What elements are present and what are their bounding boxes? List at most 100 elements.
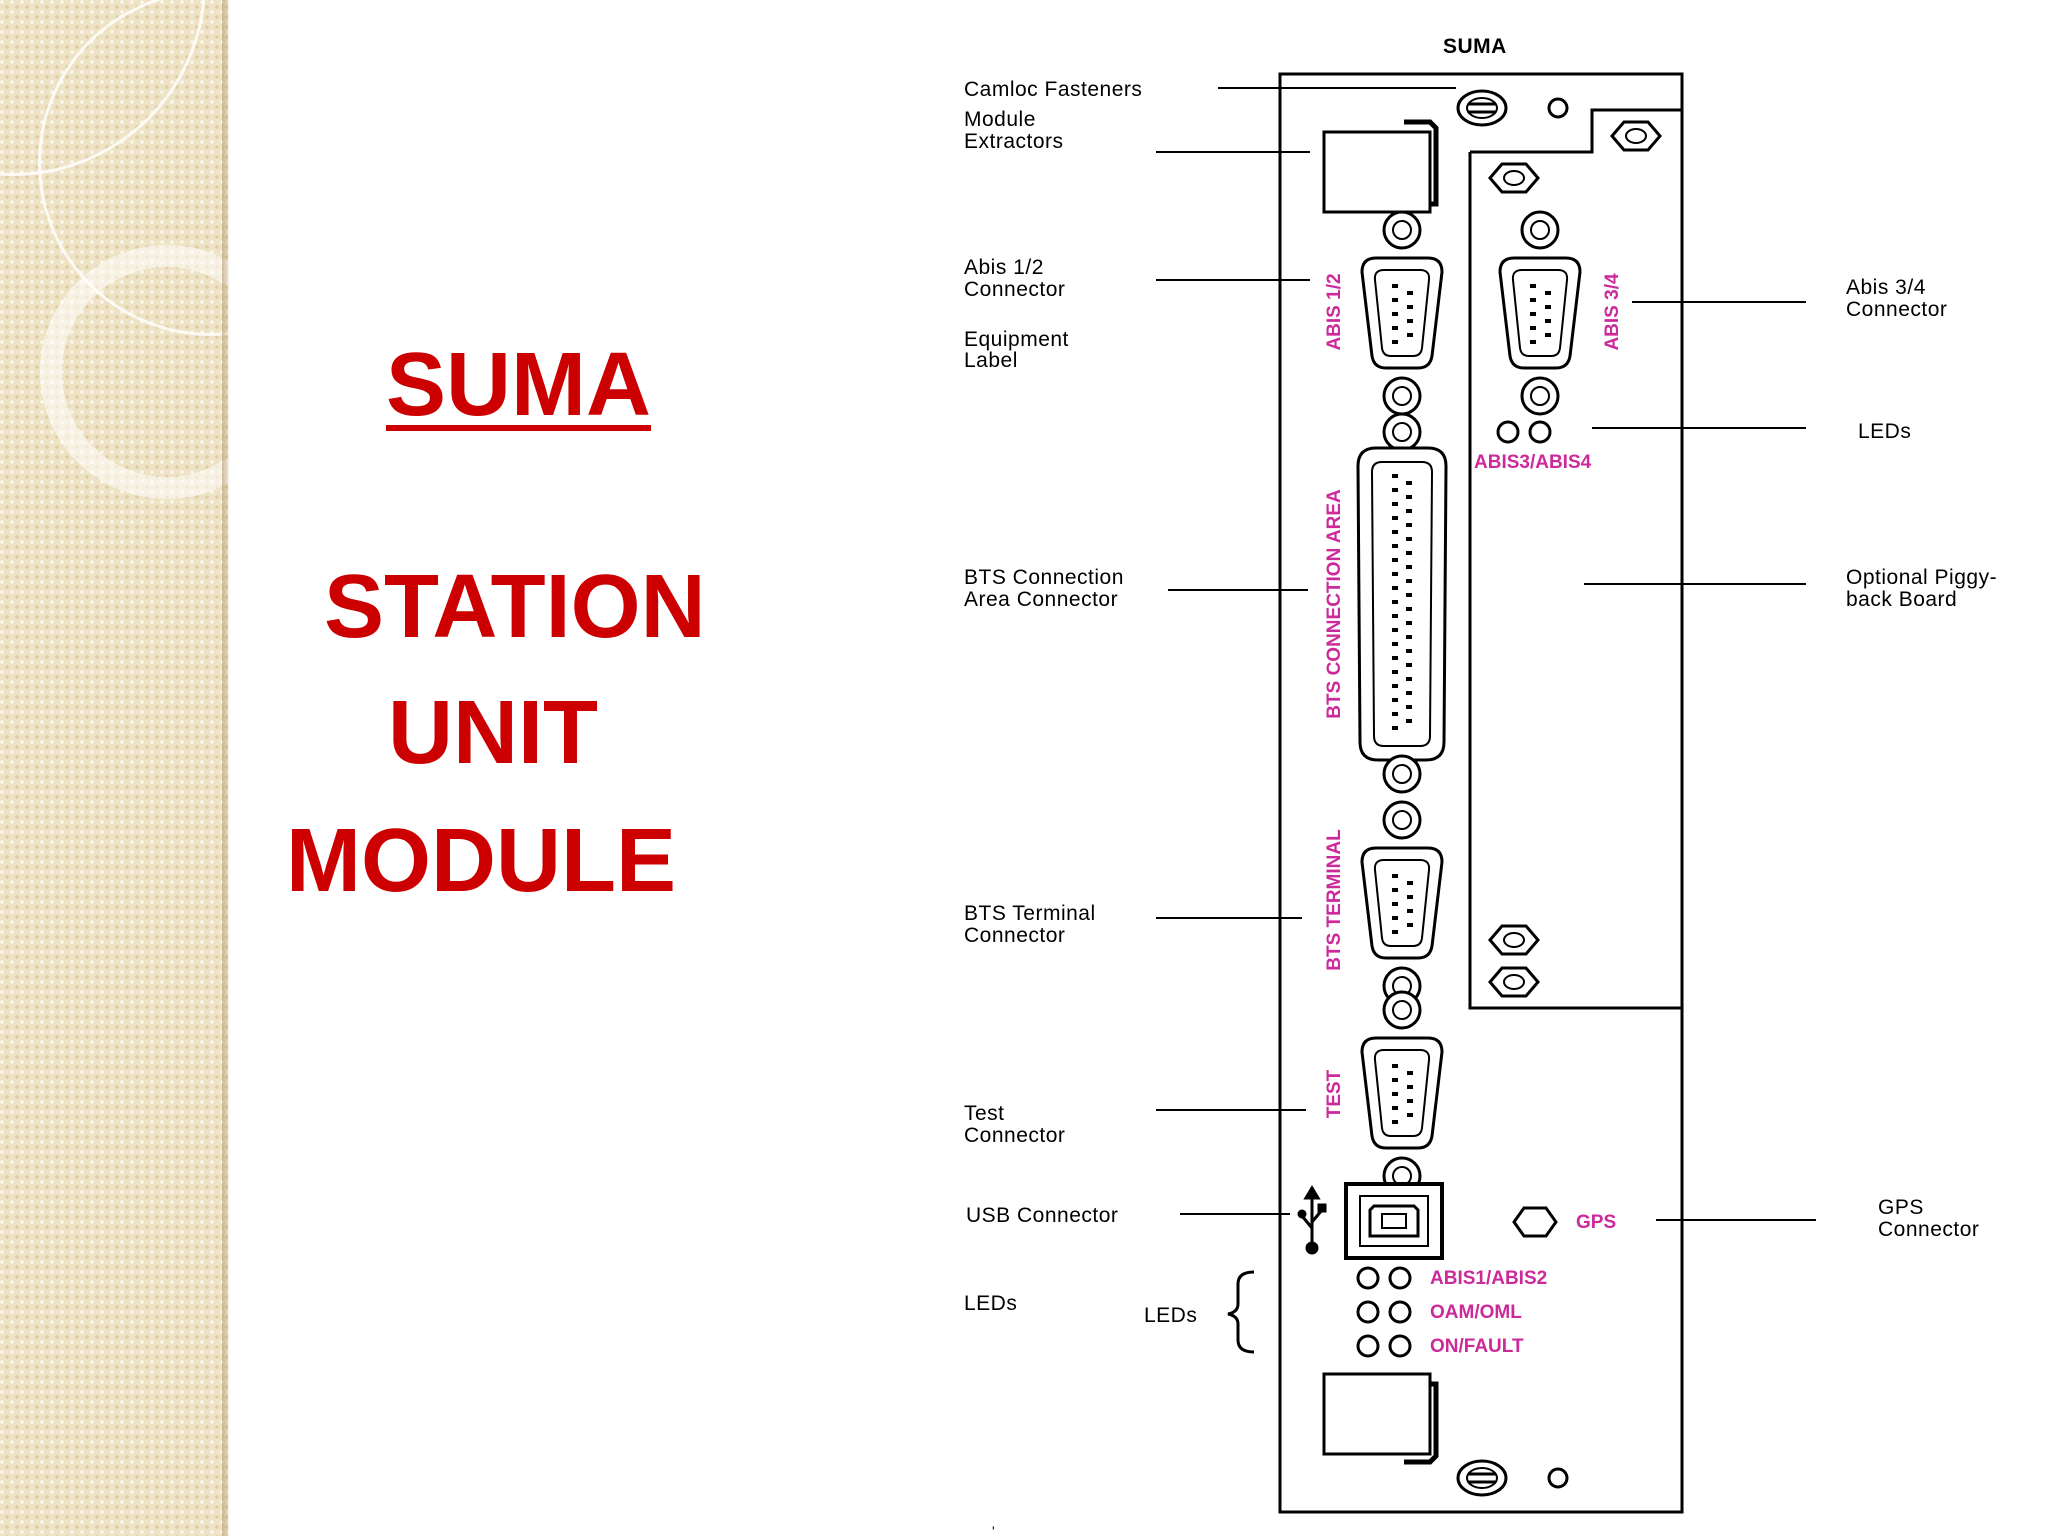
bts-connection-area-connector	[1356, 412, 1448, 794]
module-extractor-top	[1322, 119, 1439, 214]
connector-pin	[1392, 684, 1398, 688]
connector-pin	[1392, 642, 1398, 646]
label-abis12-line1: Abis 1/2	[964, 256, 1044, 279]
abis34-marking: ABIS 3/4	[1602, 273, 1623, 351]
connector-pin	[1406, 523, 1412, 527]
label-bts-terminal-line1: BTS Terminal	[964, 902, 1096, 925]
mounting-hole	[1547, 97, 1569, 119]
connector-pin	[1406, 579, 1412, 583]
connector-pin	[1392, 656, 1398, 660]
module-faceplate	[1278, 72, 1684, 1514]
label-leds-right: LEDs	[1858, 420, 1911, 443]
label-module-extractors-line1: Module	[964, 108, 1036, 131]
led-abis3	[1496, 420, 1520, 444]
abis34-connector	[1498, 210, 1582, 416]
connector-pin	[1392, 726, 1398, 730]
hex-screw	[1488, 924, 1540, 956]
connector-pin	[1406, 509, 1412, 513]
abis34-led-marking: ABIS3/ABIS4	[1474, 452, 1592, 473]
connector-pin	[1406, 495, 1412, 499]
connector-pin	[1406, 593, 1412, 597]
connector-pin	[1392, 558, 1398, 562]
connector-pin	[1392, 600, 1398, 604]
label-abis34-line2: Connector	[1846, 298, 1947, 321]
led-abis4	[1528, 420, 1552, 444]
hex-screw	[1488, 966, 1540, 998]
connector-pin	[1392, 670, 1398, 674]
label-leds-left: LEDs	[964, 1292, 1017, 1315]
label-camloc-fasteners: Camloc Fasteners	[964, 78, 1142, 101]
label-equipment-line1: Equipment	[964, 328, 1069, 351]
label-piggyback-line2: back Board	[1846, 588, 1957, 611]
connector-pin	[1392, 474, 1398, 478]
connector-pin	[1392, 502, 1398, 506]
hex-screw	[1488, 162, 1540, 194]
bts-terminal-marking: BTS TERMINAL	[1324, 829, 1345, 971]
title-line-unit: UNIT	[388, 683, 598, 783]
connector-pin	[1392, 712, 1398, 716]
label-test-line2: Connector	[964, 1124, 1065, 1147]
mounting-hole	[1547, 1467, 1569, 1489]
connector-pin	[1392, 628, 1398, 632]
label-abis12-line2: Connector	[964, 278, 1065, 301]
connector-pin	[1406, 705, 1412, 709]
connector-pin	[1392, 614, 1398, 618]
connector-pin	[1406, 481, 1412, 485]
label-equipment-line2: Label	[964, 349, 1018, 372]
abis12-connector	[1360, 210, 1444, 416]
camloc-fastener-top	[1456, 89, 1508, 127]
label-bts-terminal-line2: Connector	[964, 924, 1065, 947]
status-leds	[1356, 1266, 1412, 1358]
gps-connector	[1512, 1206, 1558, 1238]
led-marking-abis12: ABIS1/ABIS2	[1430, 1268, 1547, 1289]
gps-marking: GPS	[1576, 1212, 1616, 1233]
led-marking-on-fault: ON/FAULT	[1430, 1336, 1524, 1357]
connector-pin	[1406, 649, 1412, 653]
module-extractor-bottom	[1322, 1372, 1439, 1465]
stray-mark: '	[992, 1523, 995, 1536]
connector-pin	[1406, 663, 1412, 667]
label-leds-bracket: LEDs	[1144, 1304, 1197, 1327]
leader-lines	[1156, 87, 1816, 1221]
connector-pin	[1406, 677, 1412, 681]
label-bts-connection-line1: BTS Connection	[964, 566, 1124, 589]
connector-pin	[1392, 698, 1398, 702]
connector-pin	[1392, 586, 1398, 590]
label-gps-line1: GPS	[1878, 1196, 1924, 1219]
connector-pin	[1406, 551, 1412, 555]
connector-pin	[1392, 572, 1398, 576]
connector-pin	[1406, 537, 1412, 541]
title-line-module: MODULE	[286, 811, 676, 911]
connector-pin	[1406, 719, 1412, 723]
connector-pin	[1406, 691, 1412, 695]
piggyback-board-outline	[1468, 108, 1682, 1010]
connector-pin	[1406, 621, 1412, 625]
camloc-fastener-bottom	[1456, 1459, 1508, 1497]
connector-pin	[1392, 488, 1398, 492]
test-connector	[1360, 990, 1444, 1196]
connector-pin	[1406, 635, 1412, 639]
usb-connector	[1344, 1182, 1444, 1260]
bts-connection-area-marking: BTS CONNECTION AREA	[1324, 489, 1345, 719]
hex-screw	[1610, 120, 1662, 152]
decorative-sidebar	[0, 0, 228, 1536]
label-test-line1: Test	[964, 1102, 1005, 1125]
sidebar-edge	[222, 0, 230, 1536]
bts-terminal-connector	[1360, 800, 1444, 1006]
connector-pin	[1406, 607, 1412, 611]
connector-pin	[1392, 516, 1398, 520]
connector-pin	[1392, 530, 1398, 534]
led-marking-oam: OAM/OML	[1430, 1302, 1522, 1323]
label-usb-connector: USB Connector	[966, 1204, 1118, 1227]
connector-pin	[1406, 565, 1412, 569]
label-abis34-line1: Abis 3/4	[1846, 276, 1926, 299]
leds-bracket	[1227, 1270, 1255, 1354]
diagram-heading: SUMA	[1443, 35, 1507, 58]
connector-pin	[1392, 544, 1398, 548]
label-module-extractors-line2: Extractors	[964, 130, 1064, 153]
label-gps-line2: Connector	[1878, 1218, 1979, 1241]
title-line-station: STATION	[324, 557, 706, 657]
abis12-marking: ABIS 1/2	[1324, 273, 1345, 350]
test-marking: TEST	[1324, 1069, 1345, 1118]
